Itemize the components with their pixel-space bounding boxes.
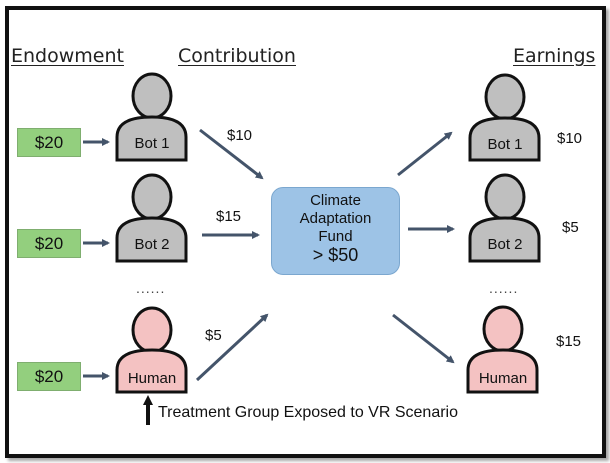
person-label-bot1-right: Bot 1 — [487, 136, 522, 153]
contribution-arrow-bot1 — [199, 128, 264, 180]
person-icon-bot2-right: Bot 2 — [468, 173, 541, 263]
climate-adaptation-fund: Climate Adaptation Fund > $50 — [271, 187, 400, 275]
person-icon-human-right: Human — [466, 305, 539, 394]
contribution-label-bot2: $15 — [216, 208, 242, 225]
treatment-note: Treatment Group Exposed to VR Scenario — [158, 404, 458, 421]
person-label-human: Human — [128, 370, 176, 387]
endowment-box-bot1: $20 — [17, 128, 81, 157]
person-icon-bot1-right: Bot 1 — [468, 73, 541, 162]
ellipsis-left: ...... — [136, 280, 166, 296]
person-label-bot2: Bot 2 — [134, 236, 169, 253]
person-label-bot1: Bot 1 — [134, 135, 169, 152]
contribution-label-bot1: $10 — [227, 127, 253, 144]
fund-line-2: Adaptation — [299, 210, 372, 227]
contribution-label-human: $5 — [205, 327, 222, 344]
person-label-bot2-right: Bot 2 — [487, 236, 522, 253]
person-label-human-right: Human — [479, 370, 527, 387]
earnings-arrow-bot1 — [397, 131, 453, 177]
earnings-arrow-human — [392, 313, 455, 364]
earnings-label-human: $15 — [556, 333, 582, 350]
person-icon-human-left: Human — [115, 306, 188, 394]
earnings-label-bot2: $5 — [562, 219, 579, 236]
header-endowment: Endowment — [11, 45, 124, 67]
person-icon-bot1-left: Bot 1 — [115, 72, 188, 162]
endowment-box-bot2: $20 — [17, 229, 81, 258]
header-contribution: Contribution — [178, 45, 296, 67]
header-earnings: Earnings — [513, 45, 596, 67]
ellipsis-right: ...... — [489, 280, 519, 296]
endowment-box-human: $20 — [17, 362, 81, 391]
fund-threshold: > $50 — [312, 245, 359, 265]
fund-line-3: Fund — [318, 228, 353, 245]
contribution-arrow-human — [195, 313, 269, 382]
earnings-label-bot1: $10 — [557, 130, 583, 147]
fund-line-1: Climate — [310, 192, 361, 209]
person-icon-bot2-left: Bot 2 — [115, 173, 188, 263]
